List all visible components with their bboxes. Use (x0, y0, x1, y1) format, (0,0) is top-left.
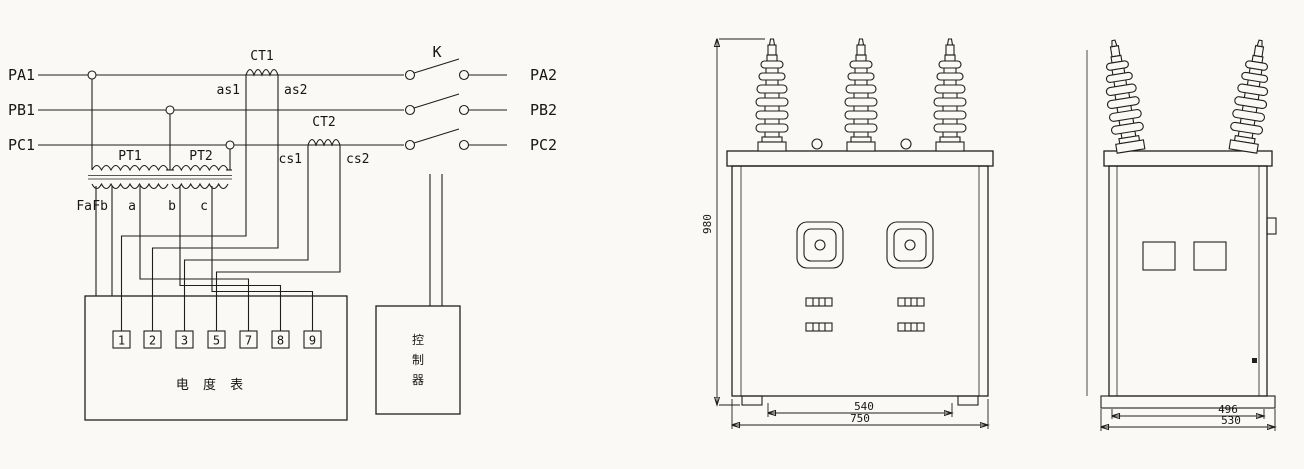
dim-530-label: 530 (1221, 414, 1241, 427)
label-cs2: cs2 (346, 152, 369, 167)
meter-terminal-label: 8 (277, 334, 284, 348)
meter-name-label: 电 度 表 (176, 377, 248, 393)
disconnect-switch-k (404, 58, 470, 151)
secondary-wiring (95, 75, 443, 331)
label-lead-b: b (168, 199, 176, 214)
lifting-lug-icon (900, 138, 912, 150)
meter-terminal-label: 1 (118, 334, 125, 348)
terminal-strip-icon (897, 297, 925, 307)
terminal-strip-icon (805, 297, 833, 307)
tank-body (731, 165, 989, 397)
tank-lid (1103, 150, 1273, 167)
label-as1: as1 (217, 83, 240, 98)
dimension-980 (717, 39, 765, 405)
meter-terminal-label: 9 (309, 334, 316, 348)
drain-plug (1252, 358, 1257, 363)
tank-body (1108, 165, 1268, 397)
side-bracket (1266, 217, 1277, 235)
label-switch-k: K (432, 43, 441, 61)
meter-terminal-label: 5 (213, 334, 220, 348)
dim-980-label: 980 (701, 214, 714, 234)
lifting-lug-icon (811, 138, 823, 150)
label-ct2: CT2 (312, 115, 335, 130)
label-cs1: cs1 (279, 152, 302, 167)
label-pt2: PT2 (189, 149, 212, 164)
label-pb2: PB2 (530, 101, 557, 119)
label-lead-fb: Fb (92, 199, 108, 214)
front-view: 980 540 750 (701, 38, 994, 429)
inspection-window-icon (886, 221, 934, 269)
side-panel-window (1193, 241, 1227, 271)
label-ct1: CT1 (250, 49, 273, 64)
ct2-symbol (307, 138, 341, 147)
terminal-strip-icon (805, 322, 833, 332)
dim-750-label: 750 (850, 412, 870, 425)
dim-496-label: 496 (1218, 403, 1238, 416)
label-lead-c: c (200, 199, 208, 214)
bushing-icon (1226, 37, 1277, 155)
dimension-530 (1101, 409, 1275, 431)
bushing-icon (1097, 37, 1148, 155)
dimension-750 (732, 399, 988, 429)
dimension-496 (1112, 409, 1264, 419)
controller-char-3: 器 (412, 373, 424, 387)
label-lead-a: a (128, 199, 136, 214)
label-pa2: PA2 (530, 66, 557, 84)
base-channel (1100, 395, 1276, 409)
ct1-symbol (245, 68, 279, 77)
side-panel-window (1142, 241, 1176, 271)
meter-terminal-label: 3 (181, 334, 188, 348)
label-as2: as2 (284, 83, 307, 98)
label-pc1: PC1 (8, 136, 35, 154)
tank-lid (726, 150, 994, 167)
mounting-foot (957, 395, 979, 406)
wiring-schematic: PA1 PB1 PC1 PA2 PB2 PC2 K CT1 as1 as2 CT… (8, 43, 557, 421)
controller-char-2: 制 (412, 353, 424, 367)
bushing-icon (844, 38, 878, 152)
label-pb1: PB1 (8, 101, 35, 119)
meter-terminal-label: 2 (149, 334, 156, 348)
dimension-540 (768, 403, 952, 417)
label-pc2: PC2 (530, 136, 557, 154)
terminal-strip-icon (897, 322, 925, 332)
controller-box (375, 305, 461, 415)
dim-540-label: 540 (854, 400, 874, 413)
pt-group (87, 70, 235, 190)
inspection-window-icon (796, 221, 844, 269)
bushing-icon (933, 38, 967, 152)
label-pt1: PT1 (118, 149, 141, 164)
meter-terminal-label: 7 (245, 334, 252, 348)
side-view: 496 530 (1086, 37, 1277, 431)
meter-box (84, 295, 348, 421)
controller-char-1: 控 (412, 333, 424, 347)
mounting-foot (741, 395, 763, 406)
label-lead-fa: Fa (76, 199, 92, 214)
bushing-icon (755, 38, 789, 152)
label-pa1: PA1 (8, 66, 35, 84)
